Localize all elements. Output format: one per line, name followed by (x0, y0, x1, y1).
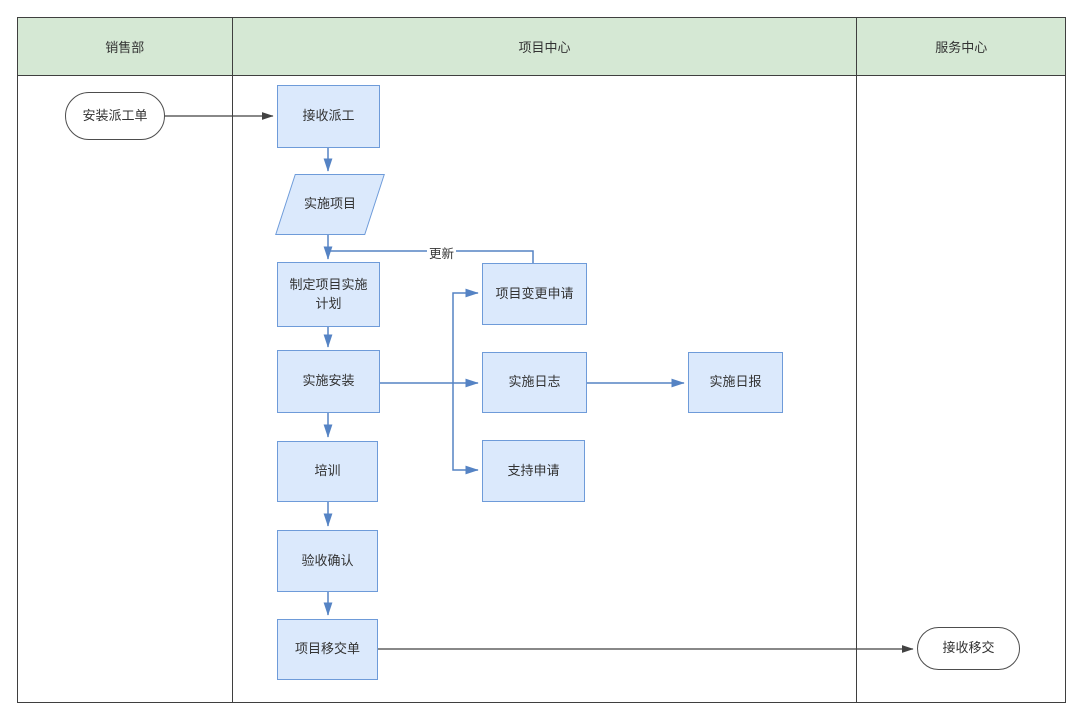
node-start-install-dispatch-order: 安装派工单 (65, 92, 165, 140)
lane-header-project-center: 项目中心 (232, 18, 857, 76)
node-install-label: 实施安装 (302, 373, 355, 389)
node-training: 培训 (277, 441, 378, 502)
node-implementation-daily-report: 实施日报 (688, 352, 783, 413)
swimlane-pool: 销售部 项目中心 服务中心 (17, 17, 1066, 703)
node-training-label: 培训 (314, 463, 341, 479)
edge-label-update: 更新 (427, 243, 457, 262)
lane-title-service-center: 服务中心 (935, 40, 988, 55)
lane-title-sales: 销售部 (105, 40, 145, 55)
node-acceptance-label: 验收确认 (301, 552, 354, 568)
node-daily-report-label: 实施日报 (709, 374, 762, 390)
lane-title-project-center: 项目中心 (518, 40, 571, 55)
lane-body-sales (18, 76, 232, 702)
node-end-receive-handover: 接收移交 (917, 627, 1020, 670)
node-plan-label: 制定项目实施计划 (289, 276, 368, 311)
node-handover-label: 项目移交单 (294, 641, 360, 657)
node-project-change-request: 项目变更申请 (482, 263, 587, 325)
lane-sales: 销售部 (18, 18, 233, 702)
node-log-label: 实施日志 (508, 374, 561, 390)
node-start-label: 安装派工单 (82, 107, 148, 123)
node-change-request-label: 项目变更申请 (495, 285, 574, 301)
node-implement-installation: 实施安装 (277, 350, 380, 413)
node-make-implementation-plan: 制定项目实施计划 (277, 262, 380, 327)
node-receive-label: 接收派工 (302, 108, 355, 124)
node-receive-dispatch: 接收派工 (277, 85, 380, 148)
node-support-request: 支持申请 (482, 440, 585, 502)
lane-header-sales: 销售部 (18, 18, 232, 76)
node-project-handover-form: 项目移交单 (277, 619, 378, 680)
node-acceptance-confirmation: 验收确认 (277, 530, 378, 592)
node-support-label: 支持申请 (507, 462, 560, 478)
node-implementation-log: 实施日志 (482, 352, 587, 413)
lane-header-service-center: 服务中心 (857, 18, 1066, 76)
lane-service-center: 服务中心 (857, 18, 1066, 702)
node-end-label: 接收移交 (942, 640, 995, 656)
node-implement-label: 实施项目 (303, 196, 356, 212)
lane-body-service-center (857, 76, 1065, 702)
lane-project-center: 项目中心 (232, 18, 858, 702)
